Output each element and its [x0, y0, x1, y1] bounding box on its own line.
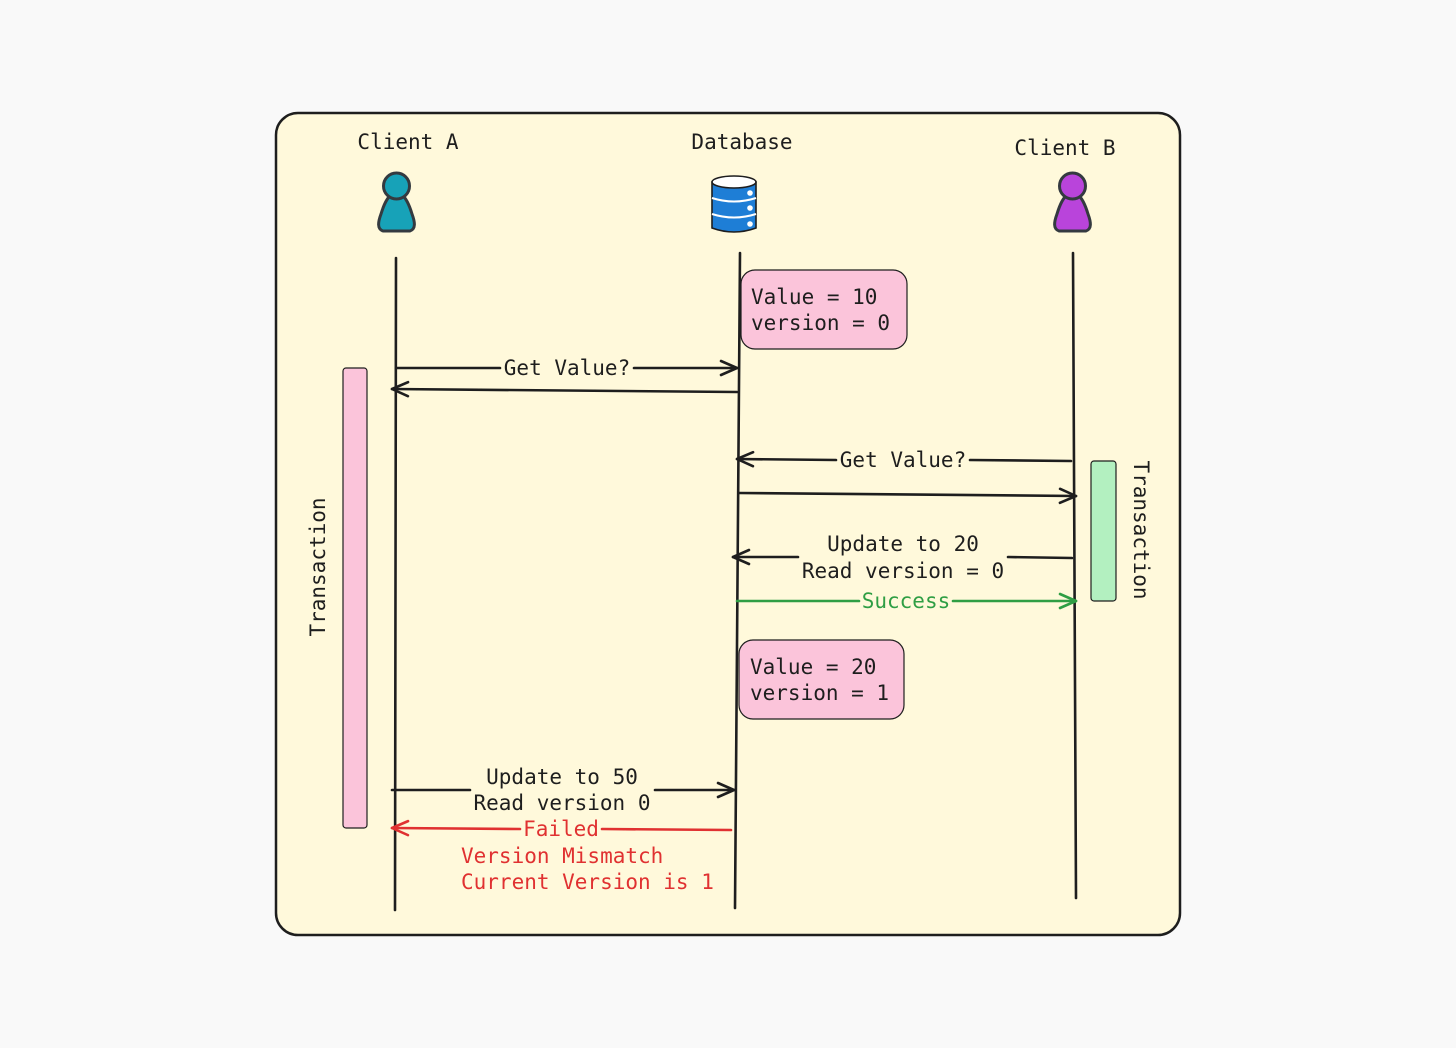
client-b-lifeline: [1071, 251, 1078, 900]
database-label: Database: [691, 130, 792, 154]
message-a-failed: Failed Version Mismatch Current Version …: [390, 817, 733, 894]
message-b-success-label: Success: [862, 589, 951, 613]
client-b-person-icon: [1053, 171, 1092, 233]
message-b-get-value-label: Get Value?: [840, 448, 966, 472]
message-b-update: Update to 20 Read version = 0: [731, 532, 1074, 583]
message-a-update-line1: Update to 50: [486, 765, 638, 789]
message-b-get-value: Get Value?: [735, 448, 1073, 472]
message-a-get-value-label: Get Value?: [504, 356, 630, 380]
state-note-updated-line2: version = 1: [750, 681, 889, 705]
message-a-failed-line1: Failed: [523, 817, 599, 841]
client-b-transaction-bar: [1090, 460, 1117, 602]
message-b-update-line1: Update to 20: [827, 532, 979, 556]
client-b-transaction-label: Transaction: [1129, 460, 1153, 599]
state-note-initial-line2: version = 0: [751, 311, 890, 335]
database-lifeline: [733, 251, 742, 910]
message-b-success: Success: [735, 589, 1078, 613]
database-icon: [711, 175, 757, 233]
state-note-initial-line1: Value = 10: [751, 285, 877, 309]
message-a-failed-line2: Version Mismatch: [461, 844, 663, 868]
state-note-initial: Value = 10 version = 0: [740, 269, 908, 350]
message-a-get-value-response: [390, 380, 739, 398]
message-a-get-value: Get Value?: [394, 356, 739, 380]
client-a-label: Client A: [357, 130, 459, 154]
message-a-failed-line3: Current Version is 1: [461, 870, 714, 894]
diagram-frame: [274, 111, 1182, 937]
message-a-update: Update to 50 Read version 0: [390, 765, 736, 815]
client-b-label: Client B: [1014, 136, 1115, 160]
client-a-transaction-label: Transaction: [306, 497, 330, 636]
state-note-updated-line1: Value = 20: [750, 655, 876, 679]
message-b-update-line2: Read version = 0: [802, 559, 1004, 583]
state-note-updated: Value = 20 version = 1: [738, 639, 905, 720]
client-a-transaction-bar: [342, 367, 368, 829]
client-a-lifeline: [393, 256, 398, 912]
message-b-get-value-response: [737, 487, 1078, 505]
client-a-person-icon: [377, 171, 416, 233]
message-a-update-line2: Read version 0: [473, 791, 650, 815]
